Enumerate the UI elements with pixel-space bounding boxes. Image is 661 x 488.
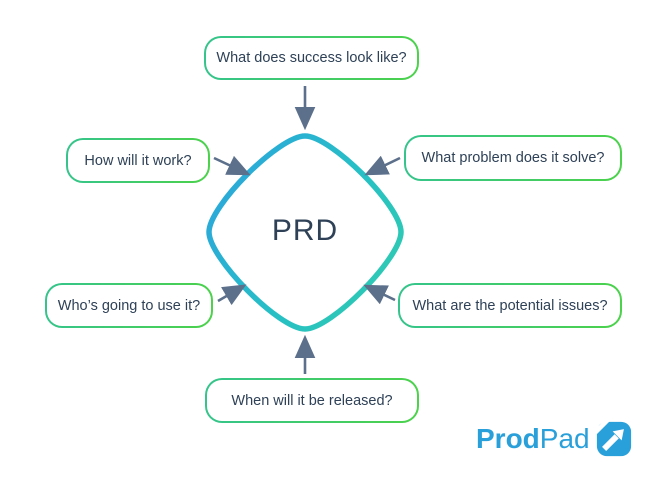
prodpad-logo-text-bold: Prod bbox=[476, 423, 540, 454]
prodpad-logo-icon bbox=[595, 420, 631, 457]
arrow-how-to-prd bbox=[213, 155, 251, 176]
node-when: When will it be released? bbox=[205, 378, 419, 423]
node-how-label: How will it work? bbox=[68, 140, 208, 181]
node-who: Who’s going to use it? bbox=[45, 283, 213, 328]
node-issues-label: What are the potential issues? bbox=[400, 285, 620, 326]
node-who-label: Who’s going to use it? bbox=[47, 285, 211, 326]
node-how: How will it work? bbox=[66, 138, 210, 183]
prodpad-logo: ProdPad bbox=[476, 419, 632, 459]
node-issues: What are the potential issues? bbox=[398, 283, 622, 328]
prodpad-logo-text: ProdPad bbox=[476, 419, 590, 459]
node-success-label: What does success look like? bbox=[206, 38, 417, 78]
prodpad-logo-text-light: Pad bbox=[539, 423, 590, 454]
arrow-who-to-prd bbox=[217, 284, 247, 306]
node-problem-label: What problem does it solve? bbox=[406, 137, 620, 179]
arrow-issues-to-prd bbox=[363, 284, 396, 305]
node-problem: What problem does it solve? bbox=[404, 135, 622, 181]
node-when-label: When will it be released? bbox=[207, 380, 417, 421]
node-success: What does success look like? bbox=[204, 36, 419, 80]
arrow-problem-to-prd bbox=[364, 155, 401, 176]
prd-center-label: PRD bbox=[271, 214, 339, 247]
